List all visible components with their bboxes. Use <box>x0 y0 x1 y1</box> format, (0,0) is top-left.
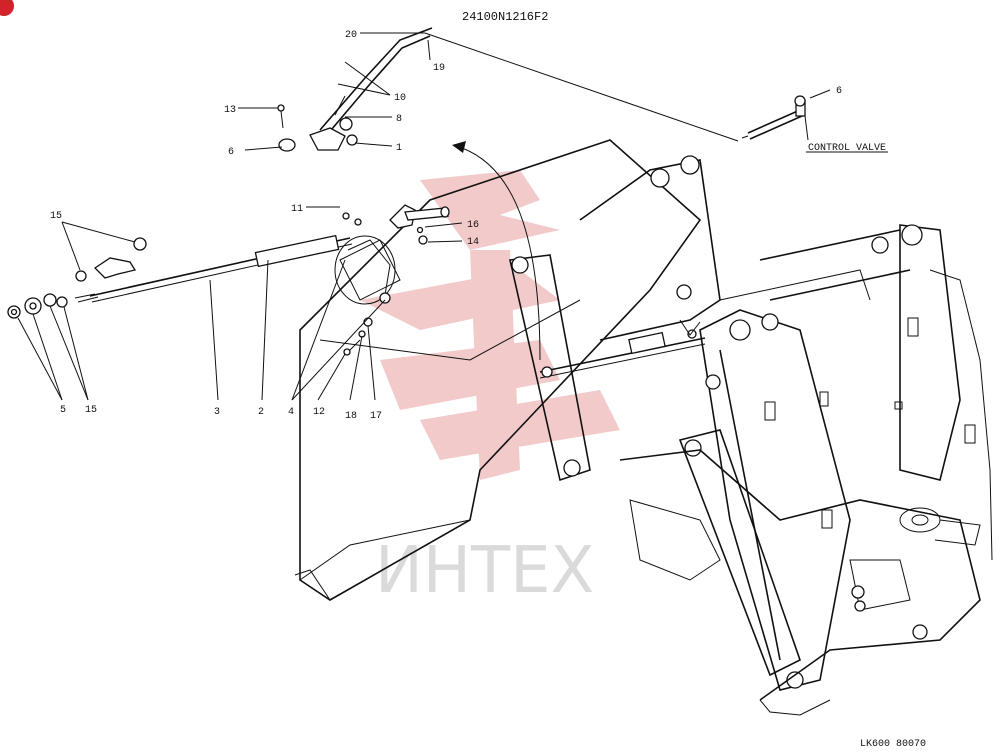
sheet-code: LK600 80070 <box>860 739 926 750</box>
callout-20: 20 <box>345 30 357 41</box>
callout-6-valve: 6 <box>836 86 842 97</box>
leader-lines <box>17 32 888 401</box>
callout-6-cable: 6 <box>228 147 234 158</box>
drawing-code: 24100N1216F2 <box>462 10 548 24</box>
watermark-emblem <box>360 170 620 480</box>
callout-16: 16 <box>467 220 479 231</box>
watermark-text: ИНТЕХ <box>375 534 594 608</box>
callout-3: 3 <box>214 407 220 418</box>
callout-15-upper: 15 <box>50 211 62 222</box>
direction-arrow <box>452 141 541 361</box>
callout-14: 14 <box>467 237 479 248</box>
frame-control-rod <box>539 319 706 379</box>
loader-frame <box>294 139 993 716</box>
callout-2: 2 <box>258 407 264 418</box>
callout-17: 17 <box>370 411 382 422</box>
callout-11: 11 <box>291 204 303 215</box>
callout-labels: 20 19 10 13 8 6 1 6 11 16 14 15 5 15 3 2… <box>50 30 886 422</box>
callout-19: 19 <box>433 63 445 74</box>
callout-5: 5 <box>60 405 66 416</box>
exploded-parts <box>7 27 806 356</box>
callout-12: 12 <box>313 407 325 418</box>
corner-badge <box>0 0 14 16</box>
callout-8: 8 <box>396 114 402 125</box>
callout-15-lower: 15 <box>85 405 97 416</box>
callout-13: 13 <box>224 105 236 116</box>
control-valve-label: CONTROL VALVE <box>808 143 886 154</box>
callout-1: 1 <box>396 143 402 154</box>
callout-10: 10 <box>394 93 406 104</box>
callout-4: 4 <box>288 407 294 418</box>
callout-18: 18 <box>345 411 357 422</box>
